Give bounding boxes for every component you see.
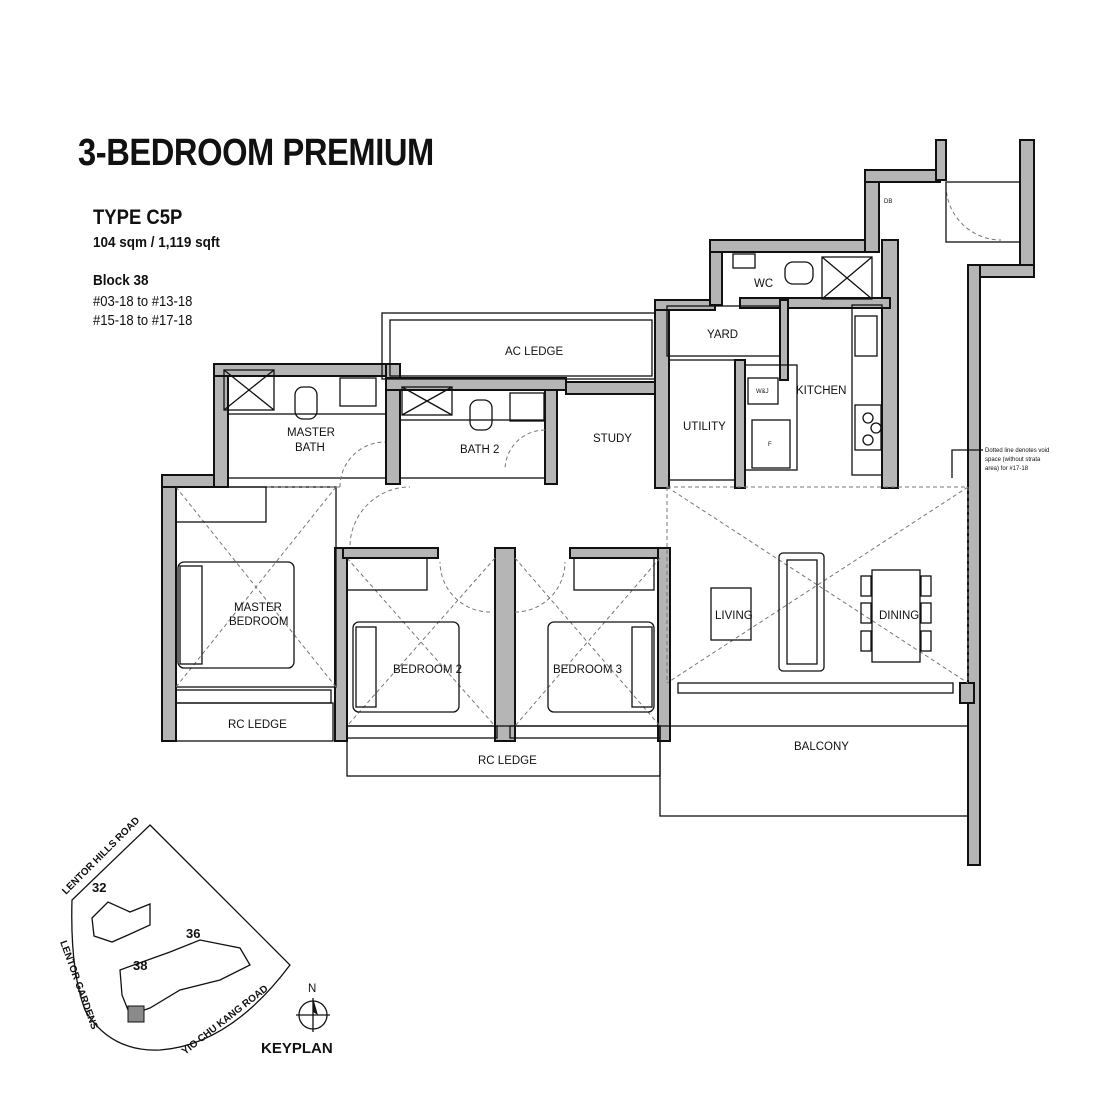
label-master-bath-2: BATH [295, 442, 325, 454]
note-line-1: Dotted line denotes void [985, 448, 1049, 454]
label-bedroom2: BEDROOM 2 [393, 664, 462, 676]
label-rc-ledge-bottom: RC LEDGE [478, 755, 537, 767]
label-study: STUDY [593, 433, 632, 445]
keyplan-block-36: 36 [186, 926, 200, 941]
road-lentor-gardens: LENTOR GARDENS [57, 939, 100, 1031]
label-bath2: BATH 2 [460, 444, 499, 456]
unit-area: 104 sqm / 1,119 sqft [93, 234, 220, 251]
compass-north-label: N [308, 983, 316, 995]
label-master-bedroom-1: MASTER [234, 602, 282, 614]
unit-type: TYPE C5P [93, 206, 183, 229]
note-line-2: space (without strata [985, 457, 1041, 463]
label-balcony: BALCONY [794, 741, 849, 753]
room-labels: AC LEDGE MASTER BATH BATH 2 STUDY YARD W… [228, 199, 1049, 767]
page-title: 3-BEDROOM PREMIUM [78, 132, 434, 174]
unit-range-1: #03-18 to #13-18 [93, 294, 193, 310]
label-db: DB [884, 199, 892, 205]
label-master-bath-1: MASTER [287, 427, 335, 439]
label-bedroom3: BEDROOM 3 [553, 664, 622, 676]
label-dining: DINING [879, 610, 919, 622]
label-rc-ledge-left: RC LEDGE [228, 719, 287, 731]
label-yard: YARD [707, 329, 738, 341]
keyplan-map: LENTOR HILLS ROAD LENTOR GARDENS YIO CHU… [57, 815, 330, 1057]
label-living: LIVING [715, 610, 753, 622]
block-number: Block 38 [93, 272, 149, 289]
keyplan-block-32: 32 [92, 880, 106, 895]
keyplan-label: KEYPLAN [261, 1040, 333, 1057]
label-kitchen: KITCHEN [796, 385, 846, 397]
unit-range-2: #15-18 to #17-18 [93, 313, 193, 329]
road-yio-chu-kang: YIO CHU KANG ROAD [180, 983, 270, 1057]
room-outlines [175, 304, 969, 817]
walls [161, 139, 1035, 866]
label-fridge: F [768, 442, 772, 448]
note-line-3: area) for #17-18 [985, 466, 1029, 472]
keyplan-block-38: 38 [133, 958, 147, 973]
label-wc: WC [754, 278, 773, 290]
label-ac-ledge: AC LEDGE [505, 346, 563, 358]
fixtures [175, 181, 1021, 713]
label-utility: UTILITY [683, 421, 726, 433]
label-washer: W&J [756, 389, 769, 395]
label-master-bedroom-2: BEDROOM [229, 616, 288, 628]
